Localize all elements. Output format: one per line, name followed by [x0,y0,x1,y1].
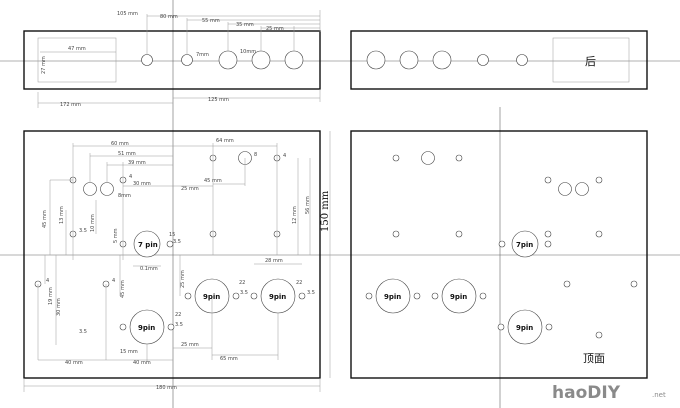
dim-56mm: 56 mm [305,196,311,214]
mark-4-a: 4 [283,153,286,159]
dim-125mm: 125 mm [208,97,229,103]
dim-12mm: 12 mm [292,206,298,224]
dim-47mm: 47 mm [68,46,86,52]
dim-10mm: 10mm [240,49,256,55]
mark-22-a: 22 [239,280,245,286]
dim-80mm: 80 mm [160,14,178,20]
watermark-suffix: .net [652,391,666,399]
dim-28mm: 28 mm [265,258,283,264]
mark-4-b: 4 [129,174,132,180]
dim-30mm-b: 30 mm [56,298,62,316]
dim-13mm: 13 mm [59,206,65,224]
top-9pin-label-b: 9pin [450,293,467,301]
dim-25mm-c: 25 mm [181,342,199,348]
watermark: haoDIY .net [552,383,666,403]
front-panel [23,10,321,108]
dim-40mm-b: 40 mm [133,360,151,366]
top-7pin-label: 7pin [516,241,533,249]
tube-7pin-label: 7 pin [138,241,158,249]
dim-45mm-b: 45 mm [42,210,48,228]
chassis-top-dimensioned [23,130,331,392]
mark-3-5-d: 3.5 [240,290,248,296]
dim-40mm-a: 40 mm [65,360,83,366]
dim-19mm: 19 mm [48,287,54,305]
dim-64mm: 64 mm [216,138,234,144]
side-dim-150mm: 150 mm [320,190,331,232]
dim-65mm: 65 mm [220,356,238,362]
chassis-top-face [350,130,648,379]
dim-25mm-b: 25 mm [180,270,186,288]
mark-5mm: 5 mm [113,228,119,243]
mark-3-5-f: 3.5 [307,290,315,296]
dim-45mm-a: 45 mm [204,178,222,184]
dim-105mm: 105 mm [117,11,138,17]
rear-label: 后 [585,55,596,68]
mark-15: 15 [169,232,175,238]
tube-9pin-label-c: 9pin [138,324,155,332]
watermark-brand: haoDIY [552,383,621,403]
mark-4-d: 4 [112,278,115,284]
top-9pin-label-a: 9pin [384,293,401,301]
dim-25mm: 25 mm [266,26,284,32]
mark-0-1mm: 0.1mm [140,266,158,272]
top-9pin-label-c: 9pin [516,324,533,332]
rear-panel [350,30,648,90]
dim-10mm: 10 mm [90,214,96,232]
dim-51mm: 51 mm [118,151,136,157]
mark-3-5-a: 3.5 [79,228,87,234]
tube-9pin-label-a: 9pin [203,293,220,301]
dim-45mm-c: 45 mm [120,280,126,298]
mark-22-c: 22 [296,280,302,286]
top-face-label: 顶面 [583,352,605,365]
dim-27mm: 27 mm [41,56,47,74]
dim-55mm: 55 mm [202,18,220,24]
mark-8mm: 8mm [118,193,131,199]
mark-3-5-b: 3.5 [173,239,181,245]
dim-30mm: 30 mm [133,181,151,187]
mark-4-c: 4 [46,278,49,284]
dim-180mm: 180 mm [156,385,177,391]
mark-8: 8 [254,152,257,158]
dim-35mm: 35 mm [236,22,254,28]
tube-9pin-label-b: 9pin [269,293,286,301]
mark-3-5-c: 3.5 [79,329,87,335]
mark-22-b: 22 [175,312,181,318]
dim-172mm: 172 mm [60,102,81,108]
dim-25mm-a: 25 mm [181,186,199,192]
dim-7mm: 7mm [196,52,209,58]
dim-60mm: 60 mm [111,141,129,147]
dim-39mm: 39 mm [128,160,146,166]
mark-3-5-e: 3.5 [175,322,183,328]
dim-15mm: 15 mm [120,349,138,355]
